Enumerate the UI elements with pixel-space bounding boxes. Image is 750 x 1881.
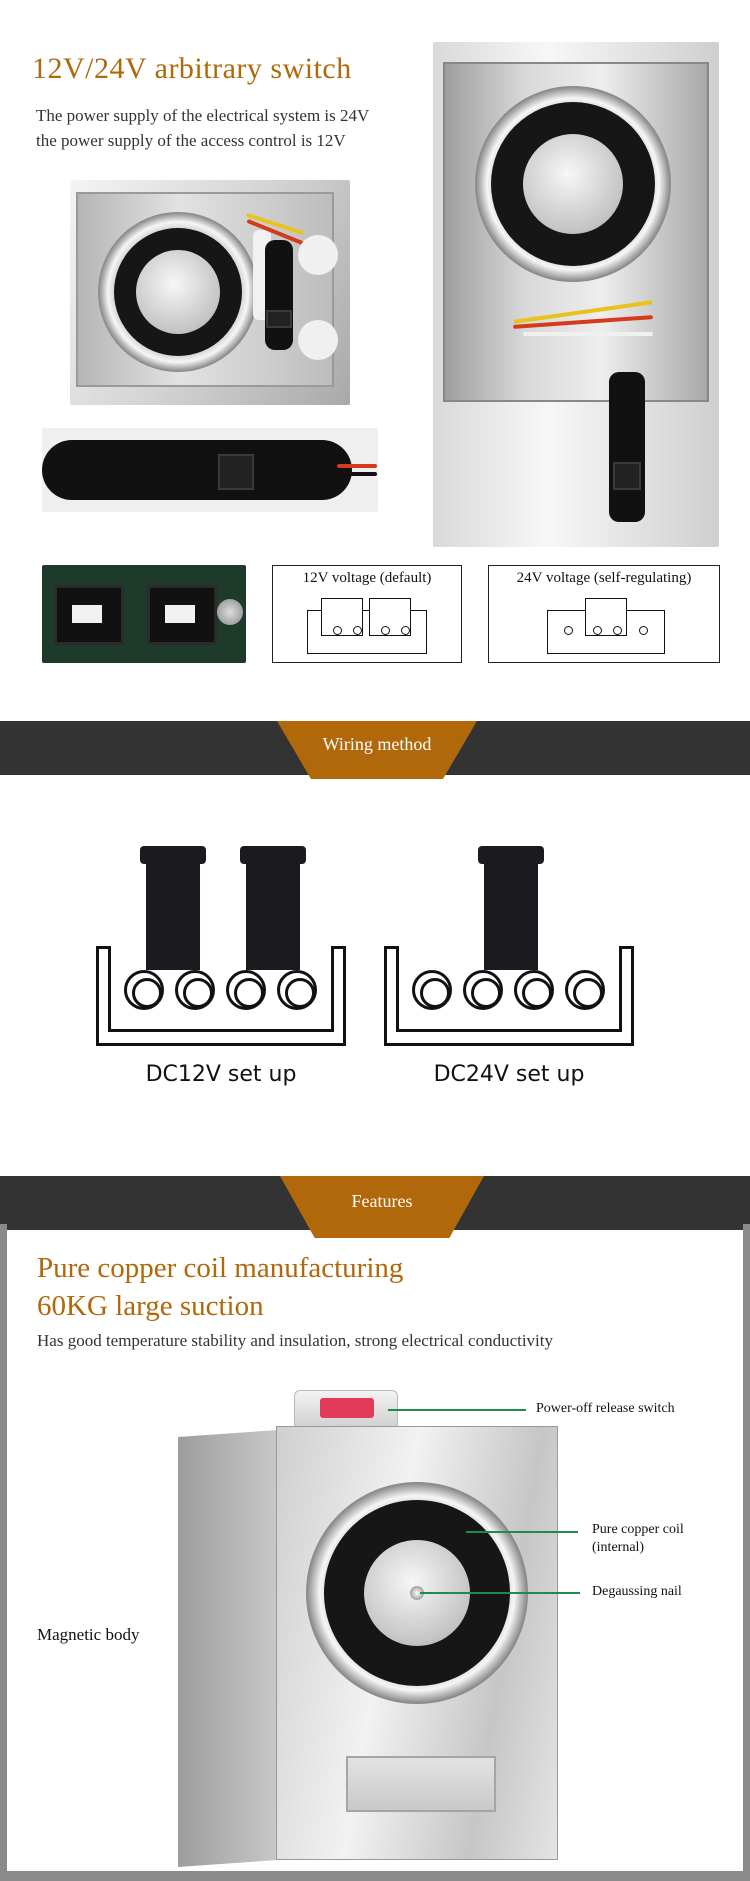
features-banner: Features xyxy=(0,1176,750,1238)
jumper-24v-label: 24V voltage (self-regulating) xyxy=(516,570,692,586)
release-switch-callout: Power-off release switch xyxy=(536,1401,675,1416)
features-subtitle: Has good temperature stability and insul… xyxy=(37,1331,554,1350)
features-banner-label: Features xyxy=(280,1176,484,1238)
cable-photo xyxy=(42,428,378,512)
open-lock-photo xyxy=(70,180,350,405)
wiring-section: DC12V set up DC24V set up xyxy=(0,780,750,1140)
coil-callout-line xyxy=(466,1531,578,1533)
switch-section: 12V/24V arbitrary switch The power suppl… xyxy=(0,0,750,720)
wiring-banner-label: Wiring method xyxy=(277,721,477,779)
product-illustration xyxy=(178,1390,558,1867)
jumper-12v-label: 12V voltage (default) xyxy=(302,570,432,586)
tall-lock-photo xyxy=(433,42,719,547)
wiring-banner: Wiring method xyxy=(0,721,750,779)
coil-callout-line2: (internal) xyxy=(592,1540,645,1555)
pcb-photo xyxy=(42,565,246,663)
dc24v-label: DC24V set up xyxy=(433,1062,585,1087)
features-title-line2: 60KG large suction xyxy=(37,1290,264,1322)
switch-title: 12V/24V arbitrary switch xyxy=(32,52,352,85)
features-title-line1: Pure copper coil manufacturing xyxy=(37,1252,404,1284)
coil-callout-line1: Pure copper coil xyxy=(592,1522,684,1537)
release-switch-callout-line xyxy=(388,1409,526,1411)
dc12v-label: DC12V set up xyxy=(145,1062,297,1087)
jumper-12v-diagram: 12V voltage (default) xyxy=(272,565,462,663)
nail-callout: Degaussing nail xyxy=(592,1584,682,1599)
nail-callout-line xyxy=(420,1592,580,1594)
switch-desc-line1: The power supply of the electrical syste… xyxy=(36,106,370,125)
jumper-24v-diagram: 24V voltage (self-regulating) xyxy=(488,565,720,663)
switch-desc-line2: the power supply of the access control i… xyxy=(36,131,346,150)
magnetic-body-callout: Magnetic body xyxy=(37,1625,140,1644)
features-section xyxy=(0,1224,750,1881)
